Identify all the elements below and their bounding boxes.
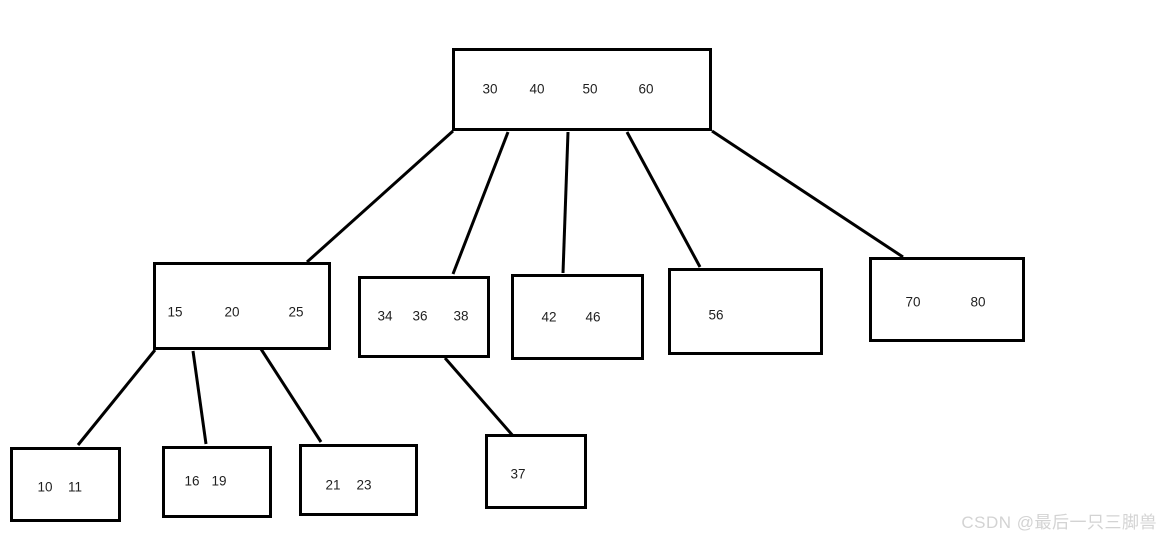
edge-root--n34-36-38 bbox=[451, 131, 510, 275]
node-key-56: 56 bbox=[708, 307, 724, 323]
node-key-25: 25 bbox=[288, 304, 304, 320]
node-key-80: 80 bbox=[970, 294, 986, 310]
node-key-15: 15 bbox=[167, 304, 183, 320]
node-key-60: 60 bbox=[638, 81, 654, 97]
edge-root--n70-80 bbox=[711, 129, 904, 259]
tree-node-n70-80: 70 80 bbox=[869, 257, 1025, 342]
node-key-34: 34 bbox=[377, 308, 393, 324]
node-key-19: 19 bbox=[211, 473, 227, 489]
edge-root--n42-46 bbox=[561, 131, 570, 274]
node-key-21: 21 bbox=[325, 477, 341, 493]
edge-n15-20-25--n10-11 bbox=[76, 349, 157, 446]
node-key-11: 11 bbox=[67, 479, 83, 495]
edge-n15-20-25--n16-19 bbox=[191, 350, 208, 445]
node-key-38: 38 bbox=[453, 308, 469, 324]
tree-node-n37: 37 bbox=[485, 434, 587, 509]
node-key-70: 70 bbox=[905, 294, 921, 310]
node-key-36: 36 bbox=[412, 308, 428, 324]
node-key-10: 10 bbox=[37, 479, 53, 495]
node-key-40: 40 bbox=[529, 81, 545, 97]
edge-root--n15-20-25 bbox=[305, 129, 455, 264]
tree-node-n42-46: 42 46 bbox=[511, 274, 644, 360]
tree-node-n10-11: 10 11 bbox=[10, 447, 121, 522]
node-key-46: 46 bbox=[585, 309, 601, 325]
tree-node-n21-23: 21 23 bbox=[299, 444, 418, 516]
node-key-23: 23 bbox=[356, 477, 372, 493]
tree-node-n15-20-25: 15 20 25 bbox=[153, 262, 331, 350]
edge-n15-20-25--n21-23 bbox=[259, 348, 323, 443]
tree-node-n34-36-38: 34 36 38 bbox=[358, 276, 490, 358]
edge-n34-36-38--n37 bbox=[443, 357, 516, 438]
node-key-37: 37 bbox=[510, 466, 526, 482]
node-key-20: 20 bbox=[224, 304, 240, 320]
tree-node-root: 30 40 50 60 bbox=[452, 48, 712, 131]
edge-root--n56 bbox=[625, 131, 702, 268]
node-key-50: 50 bbox=[582, 81, 598, 97]
tree-node-n56: 56 bbox=[668, 268, 823, 355]
node-key-16: 16 bbox=[184, 473, 200, 489]
node-key-30: 30 bbox=[482, 81, 498, 97]
watermark: CSDN @最后一只三脚兽 bbox=[961, 512, 1157, 532]
node-key-42: 42 bbox=[541, 309, 557, 325]
